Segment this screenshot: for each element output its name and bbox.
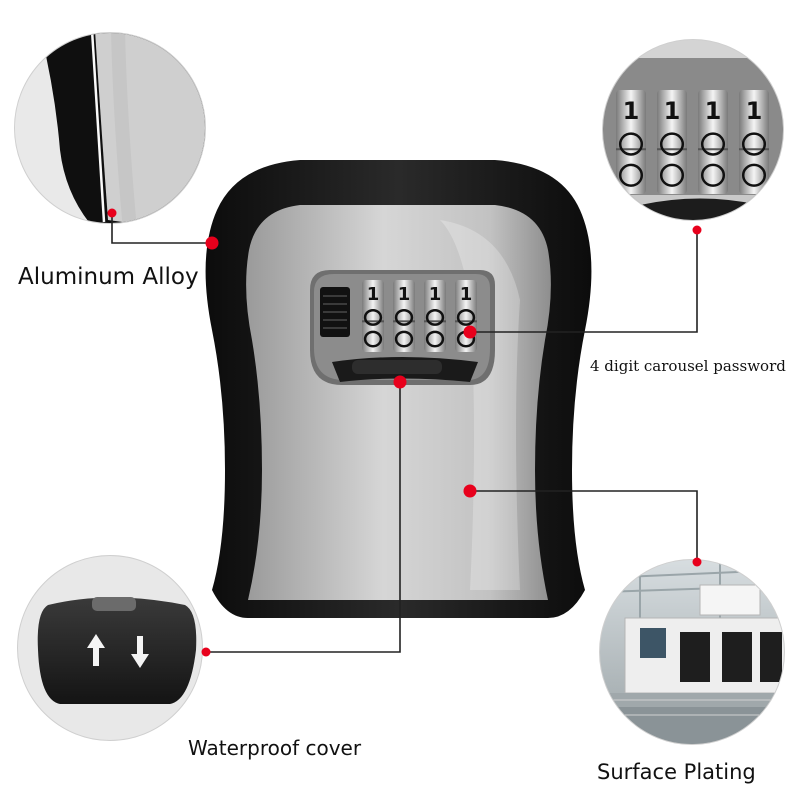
dial-wheel[interactable]: 1	[698, 90, 728, 194]
dial-digit: 1	[705, 97, 722, 125]
dial-wheel[interactable]: 1	[393, 280, 415, 352]
marker-dot	[201, 647, 211, 657]
dial-wheel[interactable]: 1	[616, 90, 646, 194]
dial-zero-ring	[741, 132, 767, 156]
dial-digit: 1	[429, 284, 442, 305]
callout-lines	[111, 213, 698, 653]
dial-zero-ring	[700, 132, 726, 156]
dial-digit: 1	[746, 97, 763, 125]
marker-dot	[205, 236, 219, 250]
marker-dot	[463, 484, 477, 498]
dial-zero-ring	[456, 308, 476, 326]
dial-zero-ring	[363, 308, 383, 326]
dial-digit: 1	[623, 97, 640, 125]
dial-digit: 1	[664, 97, 681, 125]
dial-digit: 1	[398, 284, 411, 305]
inset-surface-plating-factory	[599, 559, 785, 745]
dial-ring	[425, 330, 445, 348]
dial-wheel[interactable]: 1	[424, 280, 446, 352]
marker-dot	[393, 375, 407, 389]
marker-dot	[107, 208, 117, 218]
dial-wheel[interactable]: 1	[657, 90, 687, 194]
marker-dot	[463, 325, 477, 339]
dial-ring	[659, 163, 685, 187]
label-surface-plating: Surface Plating	[597, 760, 756, 784]
inset-waterproof-cover	[17, 555, 203, 741]
dial-zero-ring	[425, 308, 445, 326]
dial-digit: 1	[367, 284, 380, 305]
dial-zero-ring	[394, 308, 414, 326]
dial-ring	[700, 163, 726, 187]
dial-zero-ring	[659, 132, 685, 156]
marker-dot	[692, 557, 702, 567]
up-arrow-icon	[87, 634, 105, 666]
label-aluminum-alloy: Aluminum Alloy	[18, 264, 199, 290]
marker-dot	[692, 225, 702, 235]
label-waterproof-cover: Waterproof cover	[188, 736, 362, 760]
label-carousel-password: 4 digit carousel password	[590, 357, 786, 375]
marker-dots	[107, 208, 702, 657]
dial-ring	[394, 330, 414, 348]
down-arrow-icon	[131, 636, 149, 668]
dial-ring	[363, 330, 383, 348]
dial-wheel[interactable]: 1	[455, 280, 477, 352]
dial-zero-ring	[618, 132, 644, 156]
dial-digit: 1	[460, 284, 473, 305]
inset-aluminum-alloy	[14, 32, 206, 224]
dial-wheel[interactable]: 1	[739, 90, 769, 194]
dial-ring	[741, 163, 767, 187]
dial-ring	[618, 163, 644, 187]
dial-wheel[interactable]: 1	[362, 280, 384, 352]
